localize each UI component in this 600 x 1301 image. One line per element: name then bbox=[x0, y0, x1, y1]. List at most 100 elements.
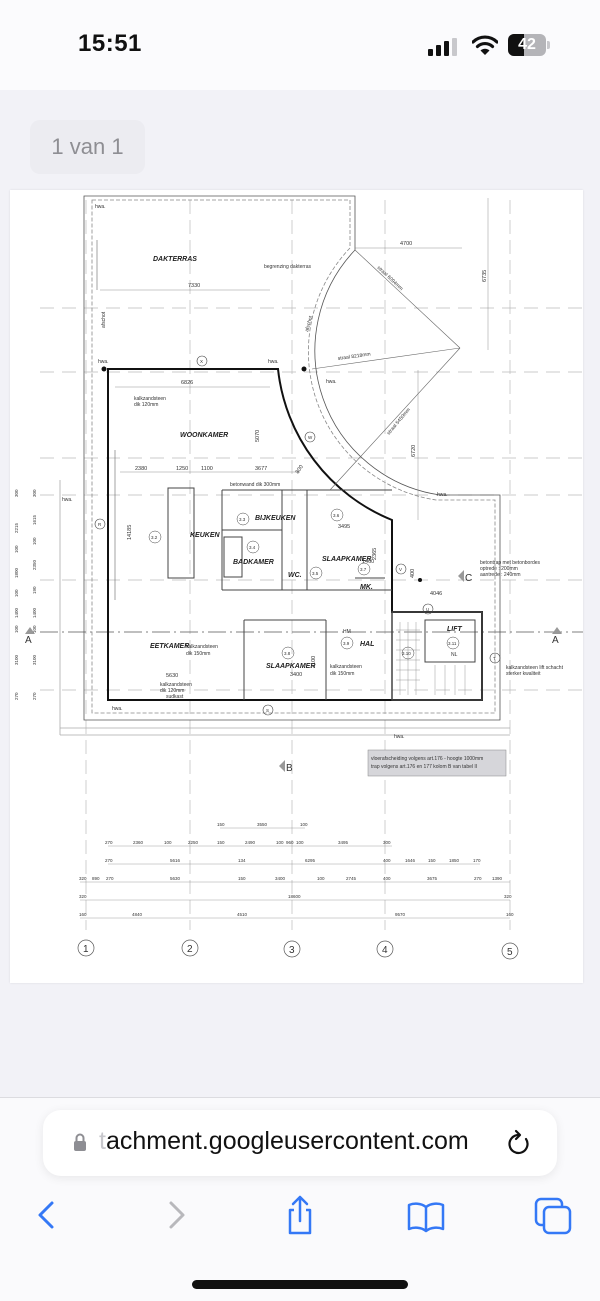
section-c-top: C bbox=[465, 573, 472, 584]
radius-lines bbox=[96, 240, 461, 600]
marker-u: U bbox=[426, 607, 429, 612]
battery-icon: 42 bbox=[508, 34, 546, 56]
room-number: 3.11 bbox=[448, 641, 457, 646]
section-arrow-icon bbox=[552, 627, 562, 634]
bottom-dimension: 9570 bbox=[395, 912, 406, 917]
dimension: 1250 bbox=[176, 466, 188, 472]
bottom-dimension: 400 bbox=[383, 858, 391, 863]
marker-w: W bbox=[308, 435, 313, 440]
bottom-dimension: 5630 bbox=[170, 876, 181, 881]
side-dimension: 3100 bbox=[32, 654, 37, 665]
note-hwa: hwa. bbox=[437, 492, 448, 498]
note-hwa: hwa. bbox=[95, 204, 106, 210]
note-material: kalkzandsteen bbox=[134, 396, 166, 402]
bottom-dimension: 134 bbox=[238, 858, 246, 863]
bottom-dimension: 890 bbox=[92, 876, 100, 881]
dimension: 6735 bbox=[482, 270, 488, 282]
forward-button[interactable] bbox=[155, 1193, 195, 1237]
room-lift: LIFT bbox=[447, 626, 462, 633]
bottom-dimension: 320 bbox=[79, 876, 87, 881]
note-stairs: optrede : 200mm bbox=[480, 566, 518, 572]
grid-axis-label: 2 bbox=[187, 944, 193, 955]
bottom-dimension: 150 bbox=[217, 822, 225, 827]
side-dimension: 1800 bbox=[14, 567, 19, 578]
dimension: 2365 bbox=[372, 548, 378, 560]
note-material: dik 120mm bbox=[160, 688, 184, 694]
dimension: 4046 bbox=[430, 591, 442, 597]
page-indicator: 1 van 1 bbox=[30, 120, 145, 174]
building-walls bbox=[107, 368, 483, 701]
floor-plan-drawing: DAKTERRAS WOONKAMER KEUKEN BIJKEUKEN BAD… bbox=[14, 195, 583, 960]
bottom-dimension: 2745 bbox=[346, 876, 357, 881]
marker-t: T bbox=[493, 656, 496, 661]
bottom-dimension: 100 bbox=[300, 822, 308, 827]
note-hwa: hwa. bbox=[326, 379, 337, 385]
side-dimension: 1400 bbox=[32, 607, 37, 618]
bottom-dimension: 150 bbox=[217, 840, 225, 845]
tabs-button[interactable] bbox=[533, 1193, 573, 1237]
side-dimension: 1615 bbox=[32, 514, 37, 525]
bottom-dimension: 100 bbox=[276, 840, 284, 845]
note-hwa: hwa. bbox=[268, 359, 279, 365]
dimension: 5070 bbox=[255, 430, 261, 442]
marker-s: S bbox=[266, 708, 269, 713]
floor-plan-document[interactable]: DAKTERRAS WOONKAMER KEUKEN BIJKEUKEN BAD… bbox=[10, 190, 583, 983]
note-hwa: hwa. bbox=[62, 497, 73, 503]
note-material: kalkzandsteen bbox=[160, 682, 192, 688]
dimension: 3400 bbox=[290, 672, 302, 678]
marker-v: V bbox=[399, 567, 402, 572]
url-text[interactable]: tachment.googleusercontent.com bbox=[99, 1127, 469, 1156]
regulation-note-box bbox=[367, 749, 507, 777]
status-bar: 15:51 42 bbox=[0, 0, 600, 90]
bottom-dimension: 6295 bbox=[305, 858, 316, 863]
bottom-dimension: 300 bbox=[383, 840, 391, 845]
room-hal: HAL bbox=[360, 641, 374, 648]
reload-icon[interactable] bbox=[505, 1128, 533, 1158]
note-material: dik 150mm bbox=[330, 671, 354, 677]
note-sudkast: sudkast bbox=[166, 694, 184, 700]
section-a-right: A bbox=[552, 635, 559, 646]
side-dimension: 3100 bbox=[14, 654, 19, 665]
section-arrow-icon bbox=[458, 570, 464, 582]
dimension: 6720 bbox=[411, 445, 417, 457]
bottom-dimension: 400 bbox=[383, 876, 391, 881]
wifi-icon bbox=[472, 35, 498, 55]
note-radius: straal 6094mm bbox=[376, 265, 404, 292]
lock-icon bbox=[74, 1133, 86, 1151]
bottom-dimension: 1646 bbox=[405, 858, 416, 863]
bottom-dimension: 270 bbox=[105, 840, 113, 845]
dimension: 1100 bbox=[201, 466, 213, 472]
back-button[interactable] bbox=[28, 1193, 68, 1237]
bottom-dimension: 3550 bbox=[257, 822, 268, 827]
note-material: kalkzandsteen bbox=[330, 664, 362, 670]
bottom-dimension: 270 bbox=[105, 858, 113, 863]
note-nl: NL bbox=[451, 652, 458, 658]
address-bar[interactable]: tachment.googleusercontent.com bbox=[43, 1110, 557, 1176]
note-stairs: betontrap met betonbordes bbox=[480, 560, 541, 566]
side-dimension: 270 bbox=[14, 692, 19, 700]
bottom-dimension: 3675 bbox=[427, 876, 438, 881]
share-button[interactable] bbox=[280, 1193, 320, 1237]
bottom-dimension: 3400 bbox=[275, 876, 286, 881]
dimension: 6826 bbox=[181, 380, 193, 386]
dimension: 3100 bbox=[311, 656, 317, 668]
side-dimension: 100 bbox=[32, 625, 37, 633]
note-afschot: afschot bbox=[101, 311, 107, 328]
bottom-dimension: 4510 bbox=[237, 912, 248, 917]
bottom-dimension: 100 bbox=[164, 840, 172, 845]
regulation-note: vloerafscheiding volgens art.176 - hoogt… bbox=[371, 756, 483, 762]
room-number: 3.10 bbox=[402, 651, 411, 656]
side-dimension: 100 bbox=[14, 589, 19, 597]
note-hm: HM bbox=[343, 629, 351, 635]
section-arrow-icon bbox=[279, 760, 285, 772]
note-afschot: afschot bbox=[304, 315, 314, 333]
bottom-dimension: 2360 bbox=[133, 840, 144, 845]
side-dimension: 270 bbox=[32, 692, 37, 700]
note-material: kalkzandsteen bbox=[186, 644, 218, 650]
bookmarks-button[interactable] bbox=[406, 1193, 446, 1237]
bottom-dimension: 1850 bbox=[449, 858, 460, 863]
room-mk: MK. bbox=[360, 584, 373, 591]
room-number: 3.5 bbox=[312, 571, 319, 576]
room-wc: WC. bbox=[288, 572, 302, 579]
note-hwa: hwa. bbox=[112, 706, 123, 712]
